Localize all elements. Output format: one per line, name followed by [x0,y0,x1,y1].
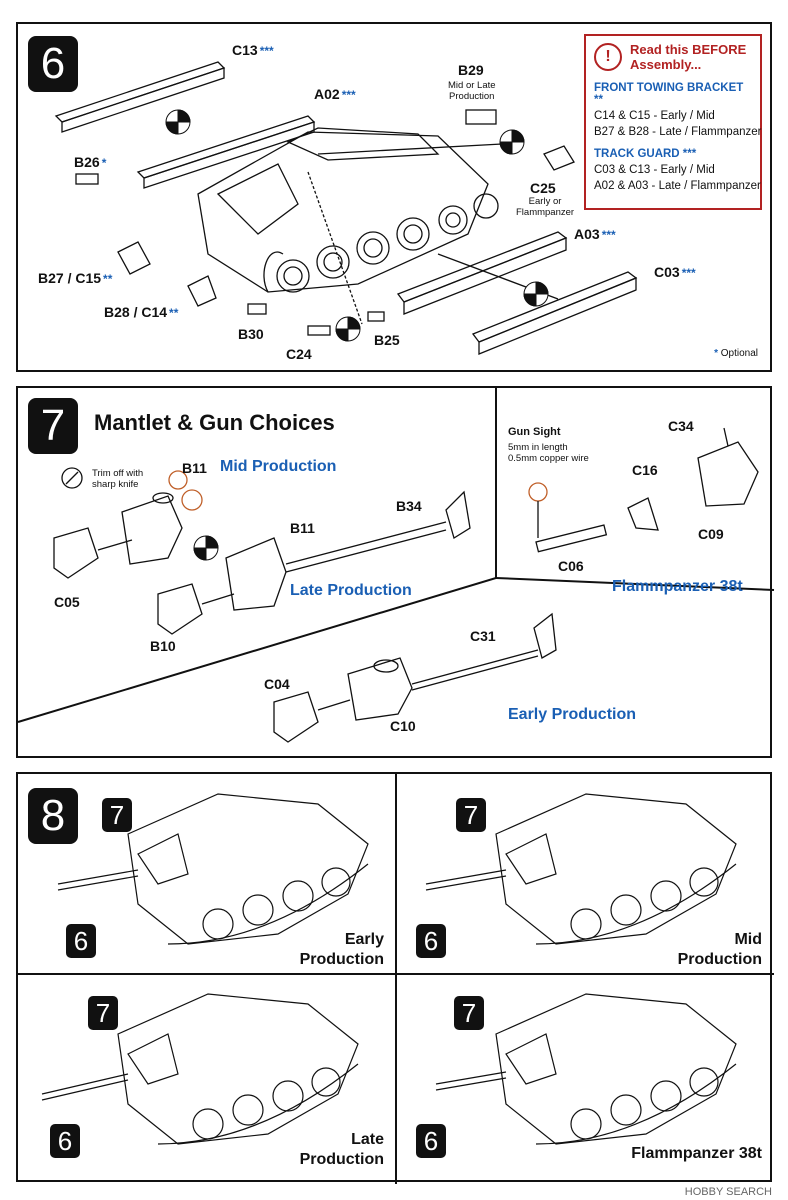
part-b11-mid: B11 [182,460,207,476]
part-b29: B29 [458,62,484,78]
step-number: 8 [28,788,78,844]
notice-row: C14 & C15 - Early / Mid [594,110,715,122]
warning-icon: ! [594,43,622,71]
notice-row: C03 & C13 - Early / Mid [594,164,715,176]
label-flammpanzer: Flammpanzer 38t [612,578,743,595]
part-c06: C06 [558,558,584,574]
optional-legend: * Optional [714,348,758,359]
part-c05: C05 [54,594,80,610]
step-ref-7: 7 [88,996,118,1030]
step-title: Mantlet & Gun Choices [94,410,335,435]
part-b34: B34 [396,498,422,514]
step-ref-6: 6 [416,924,446,958]
notice-row: B27 & B28 - Late / Flammpanzer [594,126,762,138]
label-early-production: Early Production [508,706,637,723]
step-number: 7 [28,398,78,454]
part-c24: C24 [286,346,312,362]
step-8-grid [18,774,774,1184]
part-b11-late: B11 [290,520,315,536]
notice-title-2: Assembly... [630,57,702,72]
step-6-drawing [54,61,638,355]
step-ref-6: 6 [50,1124,80,1158]
notice-title-1: Read this BEFORE [630,42,747,57]
label-late-production: Late Production [290,582,412,599]
variant-caption: Flammpanzer 38t [631,1145,762,1162]
label-mid-production: Mid Production [220,458,337,475]
part-b10: B10 [150,638,176,654]
part-c13: C13*** [232,42,274,58]
notice-heading-towing: FRONT TOWING BRACKET ** [594,82,744,106]
part-c09: C09 [698,526,724,542]
step-ref-6: 6 [416,1124,446,1158]
part-c10: C10 [390,718,416,734]
step-7-panel: 7 Mantlet & Gun Choices [16,386,775,758]
part-b30: B30 [238,326,264,342]
notice-heading-track-guard: TRACK GUARD *** [594,148,697,160]
variant-flammpanzer: 7 6 Flammpanzer 38t [396,974,774,1184]
step-ref-7: 7 [102,798,132,832]
notice-row: A02 & A03 - Late / Flammpanzer [594,180,761,192]
step-ref-7: 7 [454,996,484,1030]
part-c16: C16 [632,462,658,478]
part-c31: C31 [470,628,496,644]
tank-illustration [435,993,737,1145]
watermark: HOBBY SEARCH [684,1186,772,1198]
step-ref-6: 6 [66,924,96,958]
part-b27-c15: B27 / C15** [38,270,113,286]
gun-sight-title: Gun Sight [508,426,561,438]
step-7-drawing [17,388,775,743]
step-6-panel: 6 [16,22,772,372]
part-c03: C03*** [654,264,696,280]
part-a02: A02*** [314,86,356,102]
tank-illustration [425,793,737,945]
part-c34: C34 [668,418,694,434]
read-before-notice: ! Read this BEFORE Assembly... FRONT TOW… [584,34,762,210]
part-c25: C25 [530,180,556,196]
part-a03: A03*** [574,226,616,242]
step-number: 6 [28,36,78,92]
tank-illustration [41,993,359,1145]
part-b25: B25 [374,332,400,348]
part-b28-c14: B28 / C14** [104,304,179,320]
part-c04: C04 [264,676,290,692]
tank-illustration [57,793,369,945]
part-b26: B26* [74,154,107,170]
step-ref-7: 7 [456,798,486,832]
